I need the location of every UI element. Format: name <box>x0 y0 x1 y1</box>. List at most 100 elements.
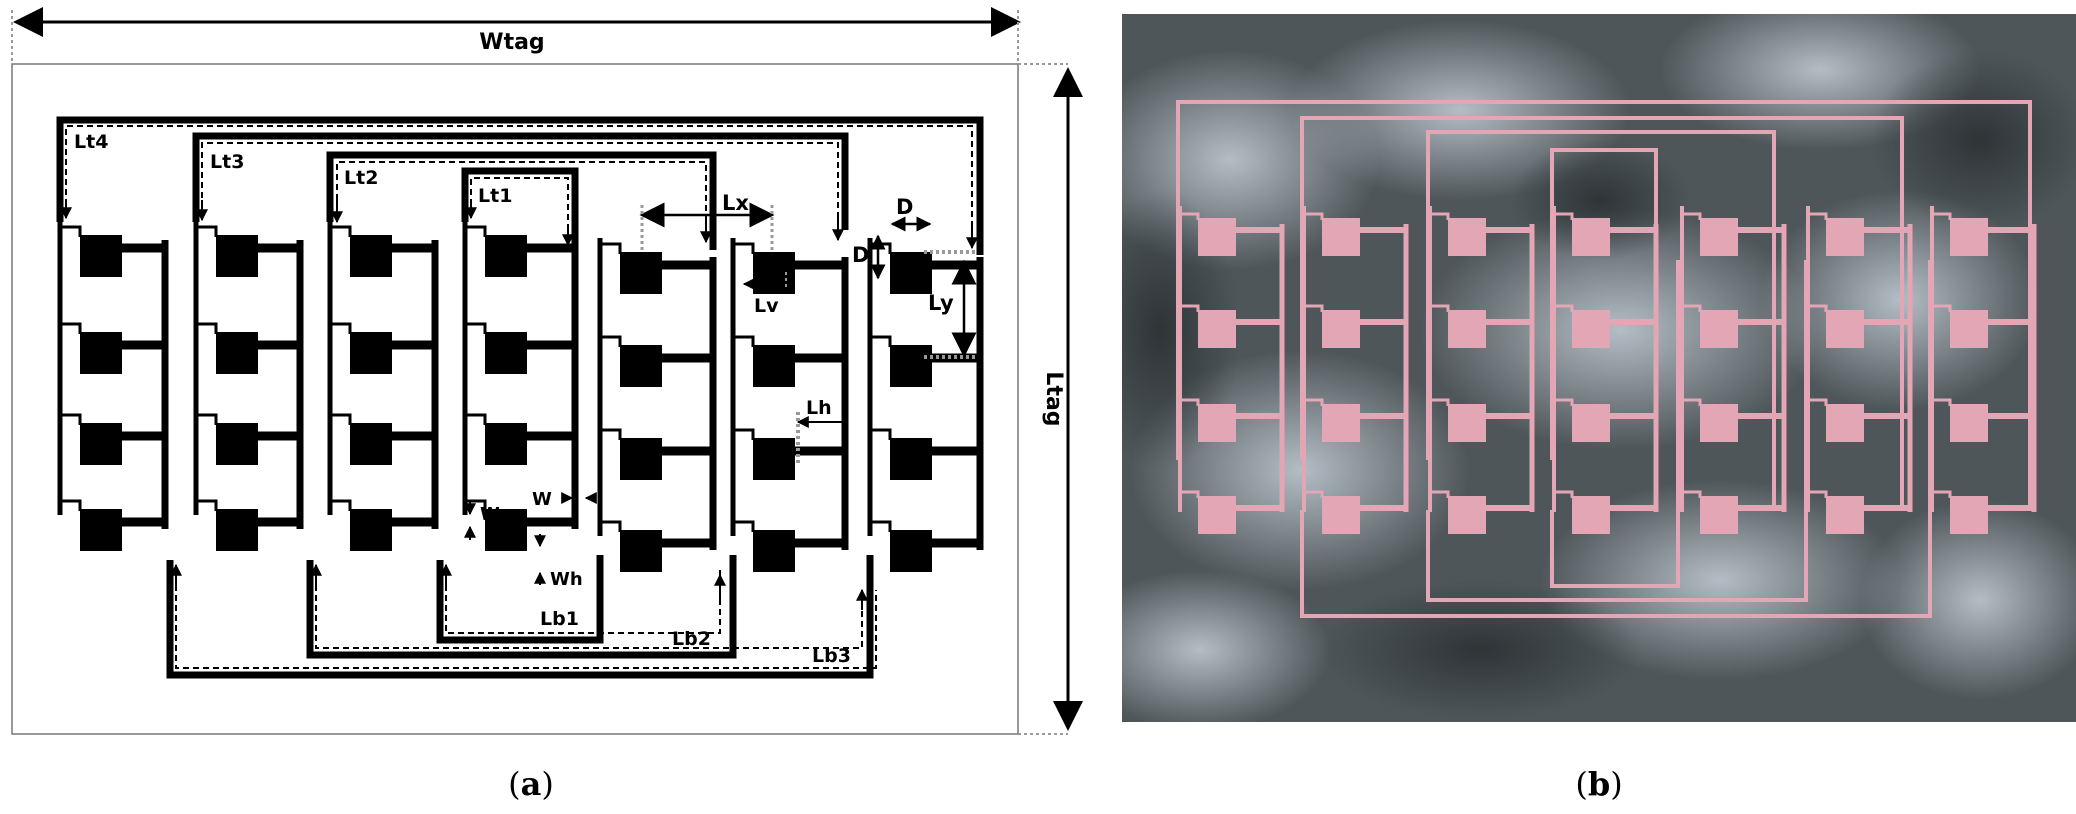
antenna-pad <box>620 252 662 294</box>
pad-columns <box>57 221 984 572</box>
antenna-pad <box>485 423 527 465</box>
ltag-label: Ltag <box>1041 371 1066 426</box>
label-d-horizontal: D <box>896 195 913 219</box>
antenna-pad <box>620 438 662 480</box>
antenna-pad <box>485 509 527 551</box>
antenna-pad <box>350 509 392 551</box>
photo-pad-column <box>1178 206 1285 534</box>
photo-pad <box>1322 404 1360 442</box>
pad-column <box>462 221 579 551</box>
ltag-dimension: Ltag <box>1041 67 1083 731</box>
photo-pad-column <box>1552 206 1659 534</box>
photo-pad <box>1448 496 1486 534</box>
feed-stub <box>330 499 352 511</box>
label-lh: Lh <box>806 397 832 419</box>
photo-pad-column <box>1806 206 1913 534</box>
photo-pad <box>1826 218 1864 256</box>
feed-stub <box>465 413 487 425</box>
feed-stub <box>60 322 82 334</box>
photo-pad <box>1198 496 1236 534</box>
caption-b: (b) <box>1575 765 1622 803</box>
label-lt4: Lt4 <box>74 131 108 153</box>
feed-stub <box>733 242 755 254</box>
label-wh: Wh <box>550 569 583 590</box>
feed-stub <box>870 335 892 347</box>
antenna-pad <box>753 252 795 294</box>
pad-column <box>730 238 849 572</box>
label-lt2: Lt2 <box>344 167 378 189</box>
photo-pad <box>1322 496 1360 534</box>
photo-pad <box>1572 218 1610 256</box>
label-lb1: Lb1 <box>540 608 579 630</box>
feed-stub <box>60 413 82 425</box>
antenna-pad <box>216 235 258 277</box>
photo-pad-column <box>1302 206 1409 534</box>
panel-a-schematic: Wtag Ltag <box>11 7 1083 803</box>
label-lv: Lv <box>754 295 779 317</box>
photo-pad-column <box>1930 206 2037 534</box>
antenna-pad <box>216 332 258 374</box>
photo-pad <box>1572 404 1610 442</box>
photo-pad-column <box>1428 206 1535 534</box>
photo-pad <box>1572 310 1610 348</box>
feed-stub <box>733 428 755 440</box>
antenna-pad <box>216 423 258 465</box>
photo-texture <box>1122 14 2076 722</box>
antenna-pad <box>485 332 527 374</box>
dimension-annotations <box>464 202 977 585</box>
feed-stub <box>196 499 218 511</box>
photo-pad <box>1700 404 1738 442</box>
feed-stub <box>196 322 218 334</box>
feed-stub <box>60 225 82 237</box>
antenna-pad <box>80 423 122 465</box>
antenna-pad <box>350 423 392 465</box>
feed-stub <box>870 520 892 532</box>
feed-stub <box>600 428 622 440</box>
panel-b-photo: (b) <box>1122 14 2076 803</box>
feed-stub <box>465 322 487 334</box>
label-lb3: Lb3 <box>812 645 851 667</box>
loop-frames <box>56 116 984 679</box>
label-wv: Wv <box>480 504 512 525</box>
feed-stub <box>733 520 755 532</box>
photo-pad <box>1826 404 1864 442</box>
label-ly: Ly <box>928 291 954 315</box>
feed-stub <box>733 335 755 347</box>
antenna-pad <box>80 509 122 551</box>
photo-pad <box>1700 310 1738 348</box>
wtag-dimension: Wtag <box>11 7 1021 64</box>
label-lx: Lx <box>722 191 749 215</box>
photo-pad <box>1322 218 1360 256</box>
photo-pad <box>1198 310 1236 348</box>
photo-pad <box>1448 310 1486 348</box>
antenna-pad <box>890 530 932 572</box>
pad-column <box>867 238 984 572</box>
photo-pad <box>1448 218 1486 256</box>
antenna-pad <box>80 332 122 374</box>
photo-pad <box>1198 404 1236 442</box>
antenna-pad <box>753 438 795 480</box>
photo-pad <box>1950 218 1988 256</box>
photo-pad <box>1950 496 1988 534</box>
antenna-pad <box>216 509 258 551</box>
photo-pad <box>1448 404 1486 442</box>
photo-pad <box>1198 218 1236 256</box>
feed-stub <box>196 413 218 425</box>
antenna-pad <box>80 235 122 277</box>
antenna-pad <box>753 530 795 572</box>
antenna-pad <box>890 252 932 294</box>
pad-column <box>57 221 169 551</box>
photo-pad <box>1826 310 1864 348</box>
feed-stub <box>870 428 892 440</box>
label-d-vertical: D <box>852 243 869 267</box>
caption-a: (a) <box>508 765 554 803</box>
feed-stub <box>600 242 622 254</box>
pad-column <box>597 238 717 572</box>
pad-column <box>193 221 304 551</box>
antenna-pad <box>620 345 662 387</box>
wtag-label: Wtag <box>479 30 544 55</box>
dashed-arrowheads <box>60 200 978 610</box>
photo-pad <box>1700 218 1738 256</box>
current-path-dashes <box>65 125 973 669</box>
